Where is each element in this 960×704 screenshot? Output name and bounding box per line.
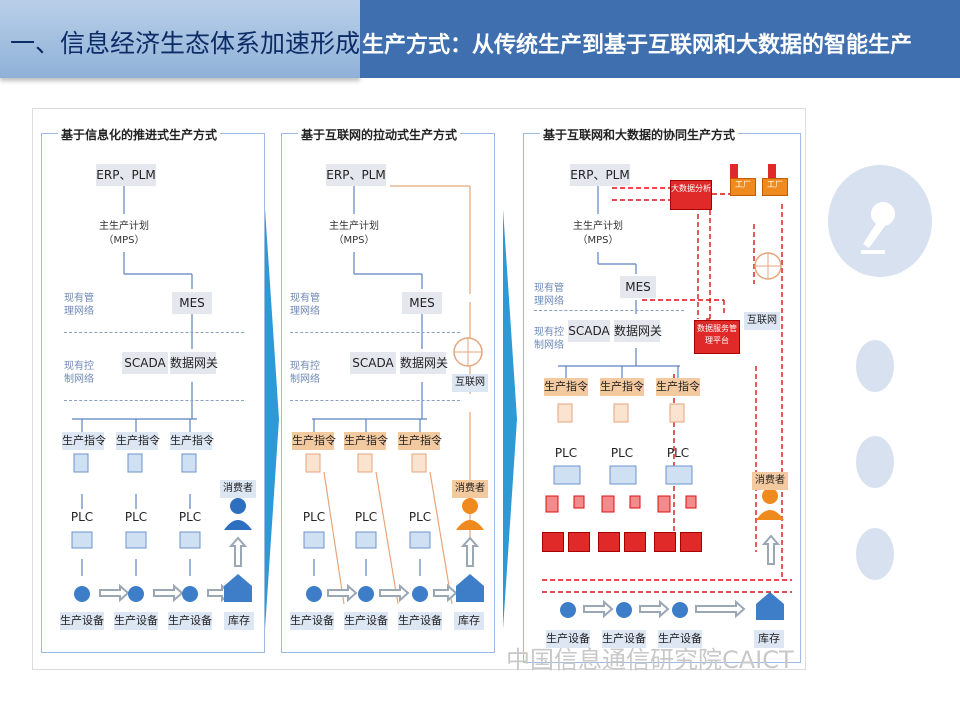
consumer-box: 消费者: [452, 480, 488, 498]
panel-title: 基于信息化的推进式生产方式: [58, 126, 221, 143]
mes-box: MES: [620, 276, 656, 298]
sensor-box: [680, 532, 702, 552]
factory-box: 工厂: [730, 178, 756, 196]
order-box: 生产指令: [600, 378, 644, 396]
chevron-right-panel: [503, 209, 517, 629]
gateway-box: 数据网关: [170, 352, 218, 374]
order-box: 生产指令: [344, 432, 388, 450]
sensor-box: [624, 532, 646, 552]
plc-label: PLC: [354, 510, 378, 524]
order-box: 生产指令: [292, 432, 336, 450]
mps-label: （MPS）: [333, 235, 375, 246]
panel-collaborative: 基于互联网和大数据的协同生产方式: [523, 126, 801, 663]
plc-label: PLC: [302, 510, 326, 524]
plc-label: PLC: [70, 510, 94, 524]
subtitle: 生产方式：从传统生产到基于互联网和大数据的智能生产: [362, 33, 913, 58]
gateway-box: 数据网关: [614, 320, 662, 342]
order-box: 生产指令: [398, 432, 442, 450]
bigdata-box: 大数据分析: [670, 180, 712, 210]
mgmt-net-label: 现有管理网络: [534, 283, 564, 307]
erp-box: ERP、PLM: [326, 164, 386, 186]
consumer-box: 消费者: [752, 472, 788, 490]
order-box: 生产指令: [170, 432, 214, 450]
panel-connectors: [542, 164, 792, 620]
equipment-box: 生产设备: [114, 612, 158, 630]
equipment-box: 生产设备: [602, 630, 646, 648]
order-box: 生产指令: [62, 432, 106, 450]
production-diagram: 基于信息化的推进式生产方式: [32, 108, 806, 670]
equipment-box: 生产设备: [168, 612, 212, 630]
mps-label: （MPS）: [103, 235, 145, 246]
divider: [64, 400, 244, 401]
deco-circle-2: [856, 436, 894, 488]
equipment-box: 生产设备: [658, 630, 702, 648]
divider: [64, 332, 244, 333]
gateway-box: 数据网关: [400, 352, 448, 374]
panel-title: 基于互联网的拉动式生产方式: [298, 126, 461, 143]
plan-label: 主生产计划: [573, 221, 623, 232]
internet-label: 互联网: [744, 312, 780, 330]
consumer-box: 消费者: [220, 480, 256, 498]
erp-box: ERP、PLM: [570, 164, 630, 186]
ctrl-net-label: 现有控制网络: [534, 327, 564, 351]
inventory-box: 库存: [454, 612, 484, 630]
order-box: 生产指令: [656, 378, 700, 396]
scada-box: SCADA: [350, 352, 396, 374]
ctrl-net-label: 现有控制网络: [290, 361, 320, 385]
plc-label: PLC: [408, 510, 432, 524]
mes-box: MES: [172, 292, 212, 314]
divider: [290, 400, 460, 401]
panel-connectors: [71, 186, 252, 603]
inventory-box: 库存: [754, 630, 784, 648]
mps-label: （MPS）: [577, 235, 619, 246]
sensor-box: [598, 532, 620, 552]
panel-connectors: [303, 185, 484, 605]
plc-label: PLC: [554, 446, 578, 460]
subtitle-bar: 生产方式：从传统生产到基于互联网和大数据的智能生产: [360, 0, 960, 78]
order-box: 生产指令: [544, 378, 588, 396]
mgmt-net-label: 现有管理网络: [290, 293, 320, 317]
panel-traditional: 基于信息化的推进式生产方式: [41, 126, 265, 653]
plc-label: PLC: [178, 510, 202, 524]
equipment-box: 生产设备: [344, 612, 388, 630]
plan-label: 主生产计划: [99, 221, 149, 232]
scada-box: SCADA: [568, 320, 610, 342]
sensor-box: [568, 532, 590, 552]
sensor-box: [542, 532, 564, 552]
plan-label: 主生产计划: [329, 221, 379, 232]
equipment-box: 生产设备: [546, 630, 590, 648]
inventory-box: 库存: [224, 612, 254, 630]
deco-circle-1: [856, 340, 894, 392]
equipment-box: 生产设备: [290, 612, 334, 630]
order-box: 生产指令: [116, 432, 160, 450]
plc-label: PLC: [666, 446, 690, 460]
ctrl-net-label: 现有控制网络: [64, 361, 94, 385]
internet-label: 互联网: [452, 374, 488, 392]
chevron-left-panel: [265, 209, 279, 629]
factory-box: 工厂: [762, 178, 788, 196]
microphone-icon: [861, 202, 895, 254]
platform-box: 数据服务管理平台: [694, 320, 740, 354]
plc-label: PLC: [610, 446, 634, 460]
deco-circle-3: [856, 528, 894, 580]
erp-box: ERP、PLM: [96, 164, 156, 186]
mes-box: MES: [402, 292, 442, 314]
divider: [290, 332, 460, 333]
panel-title: 基于互联网和大数据的协同生产方式: [540, 126, 739, 143]
sensor-box: [654, 532, 676, 552]
mgmt-net-label: 现有管理网络: [64, 293, 94, 317]
equipment-box: 生产设备: [398, 612, 442, 630]
equipment-box: 生产设备: [60, 612, 104, 630]
panel-pull: 基于互联网的拉动式生产方式: [281, 126, 495, 653]
section-title: 一、信息经济生态体系加速形成: [10, 29, 361, 58]
plc-label: PLC: [124, 510, 148, 524]
scada-box: SCADA: [122, 352, 168, 374]
divider: [534, 310, 684, 311]
section-title-bar: 一、信息经济生态体系加速形成: [0, 0, 360, 78]
watermark: 中国信息通信研究院CAICT: [506, 646, 794, 674]
